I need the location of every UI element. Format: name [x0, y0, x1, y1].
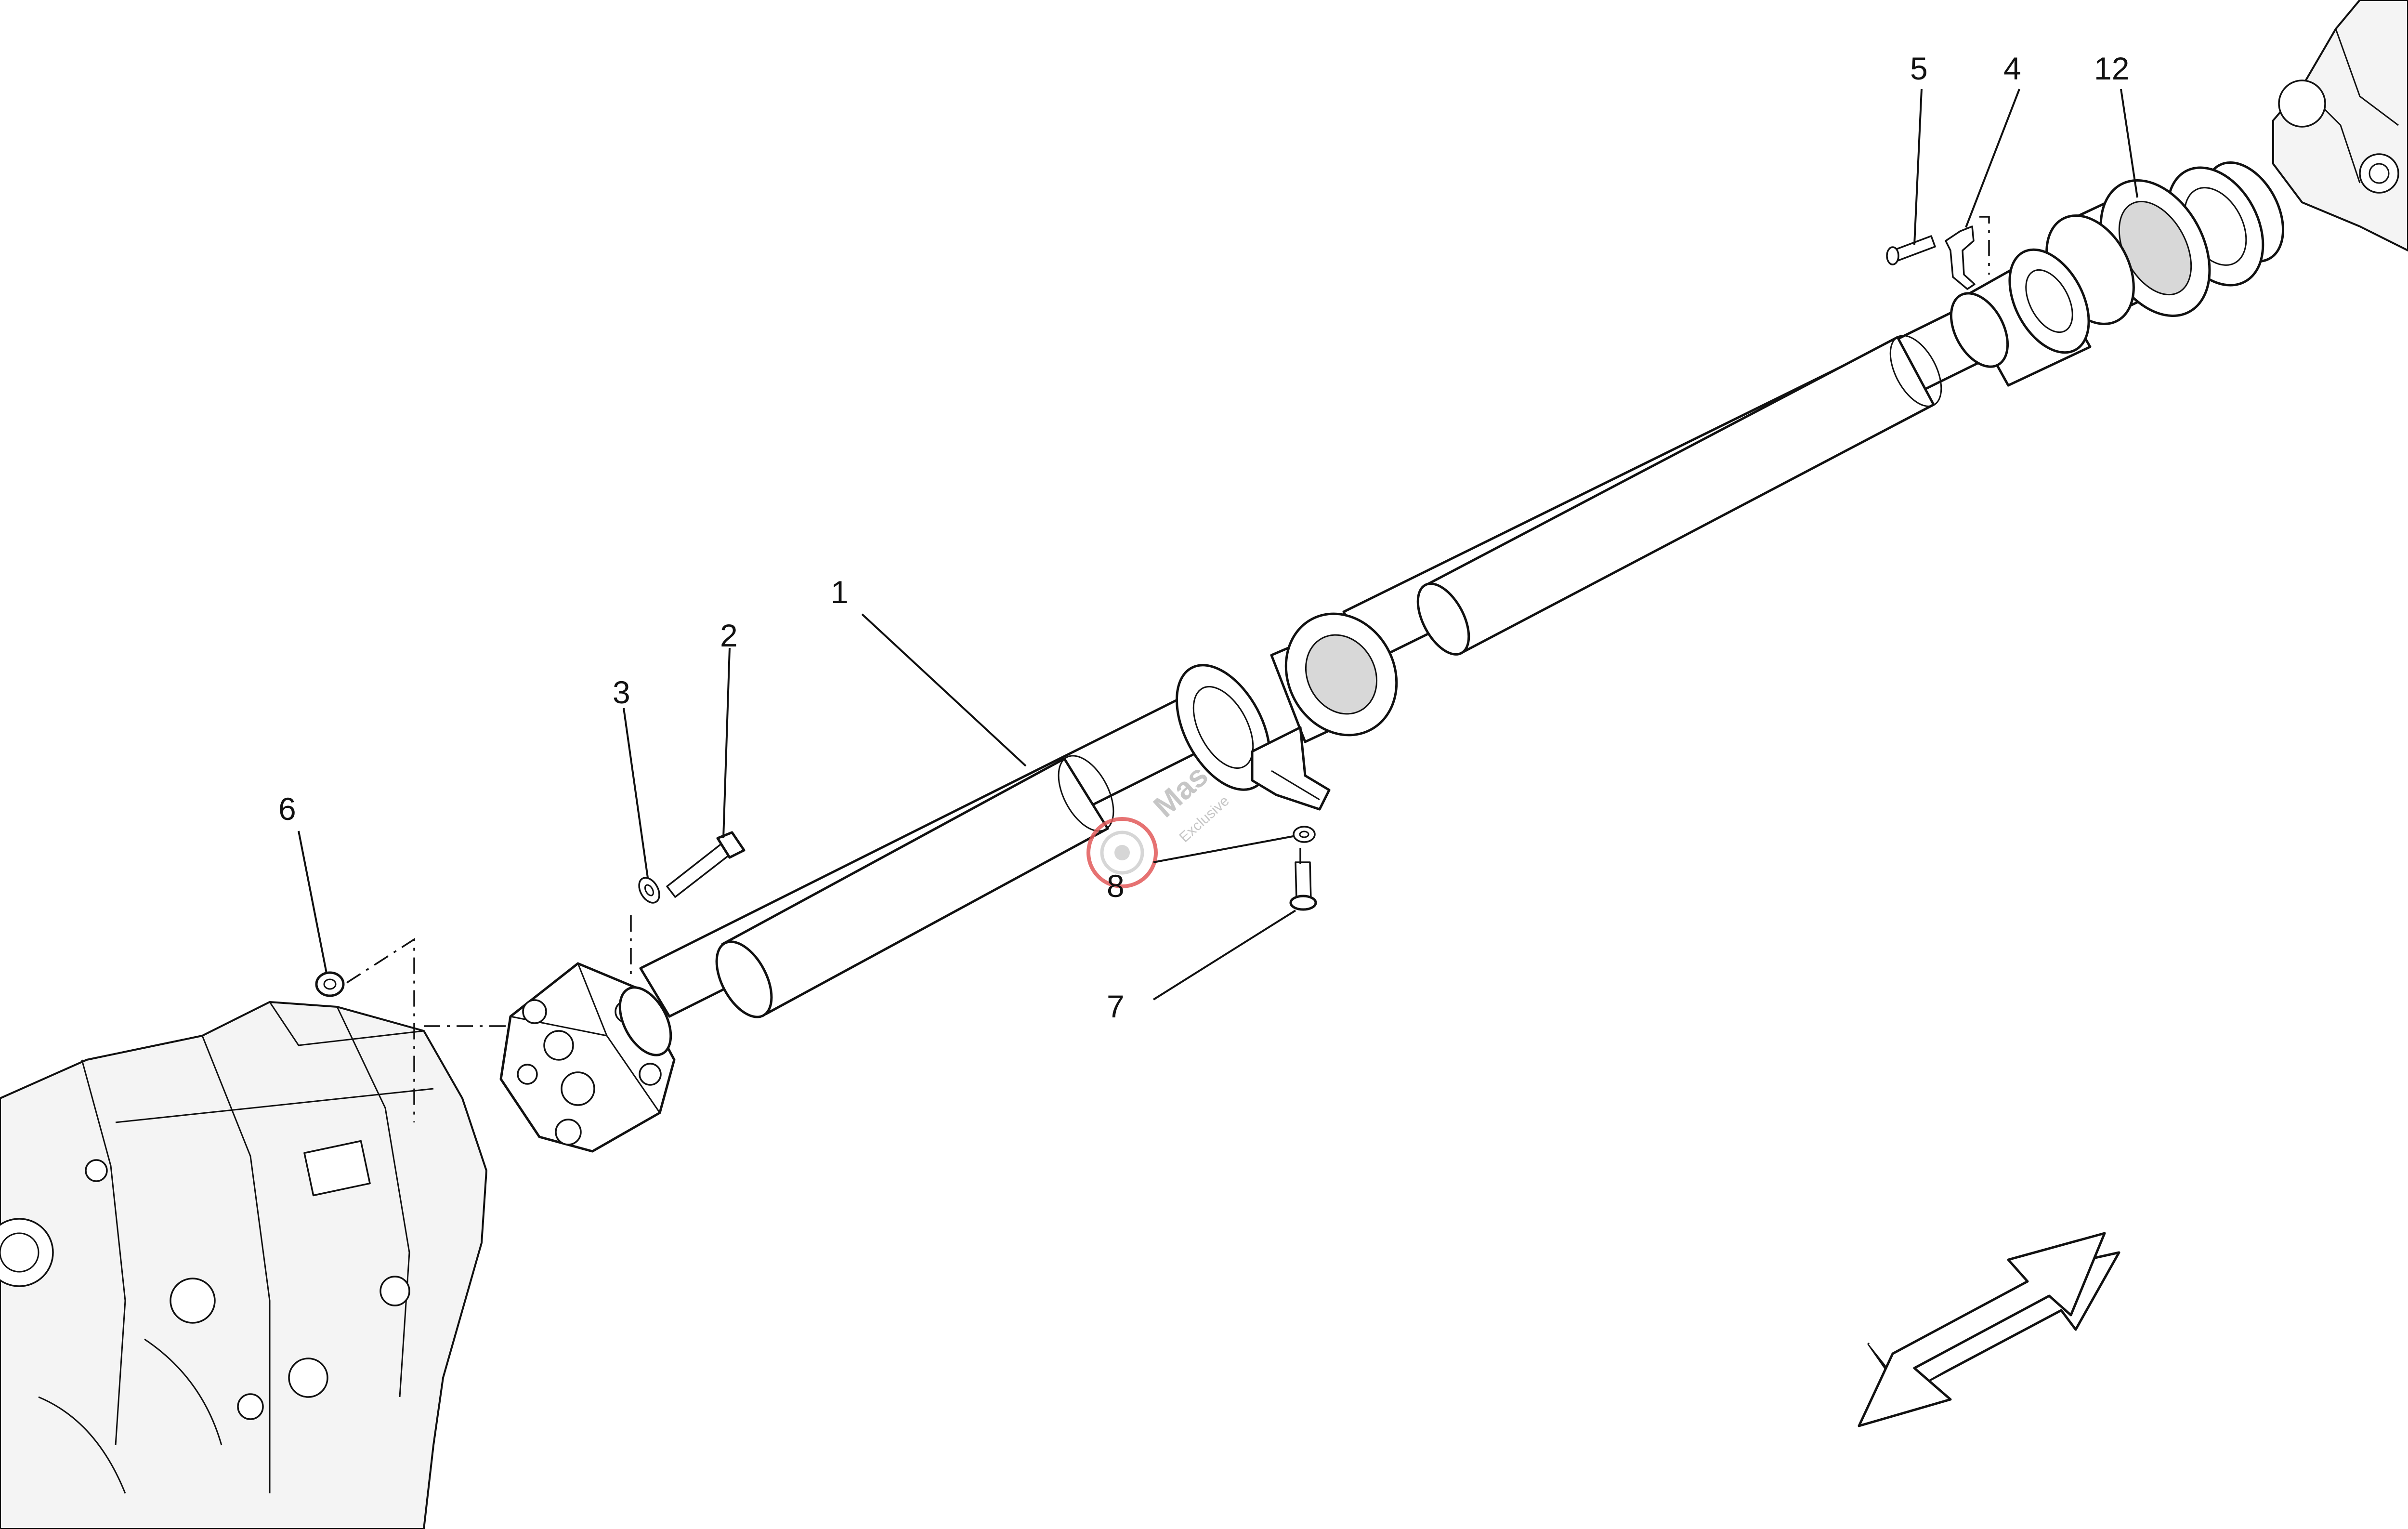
propeller-shaft-part-1 — [639, 248, 2092, 1018]
callout-7: 7 — [1107, 989, 1125, 1024]
callout-2: 2 — [720, 618, 738, 653]
callout-8: 8 — [1107, 868, 1125, 904]
watermark-logo-icon — [1086, 817, 1158, 888]
gearbox-housing — [0, 1001, 487, 1529]
stud-part-5 — [1886, 235, 1936, 265]
callout-5: 5 — [1910, 51, 1928, 86]
callout-12: 12 — [2094, 51, 2129, 86]
bolt-part-7 — [1289, 861, 1317, 911]
callout-1: 1 — [831, 574, 849, 610]
callout-4: 4 — [2003, 51, 2021, 86]
bolt-part-2 — [666, 831, 746, 898]
alignment-lines — [346, 216, 1990, 1122]
clamp-part-4 — [1945, 225, 1976, 290]
washer-part-3 — [638, 877, 660, 904]
rear-differential-housing — [2272, 0, 2408, 251]
direction-arrow-icon — [1858, 1232, 2120, 1427]
nut-part-6 — [315, 971, 345, 997]
callout-3: 3 — [613, 674, 630, 710]
callout-labels: 1 2 3 6 8 7 5 4 12 — [278, 51, 2129, 1024]
washer-part-8 — [1293, 826, 1316, 843]
flexible-coupling-disc — [499, 962, 676, 1153]
callout-6: 6 — [278, 791, 296, 827]
leader-lines — [298, 89, 2138, 1001]
sleeve-ring-part-12 — [2045, 179, 2211, 325]
center-support-bearing — [1176, 612, 1398, 811]
